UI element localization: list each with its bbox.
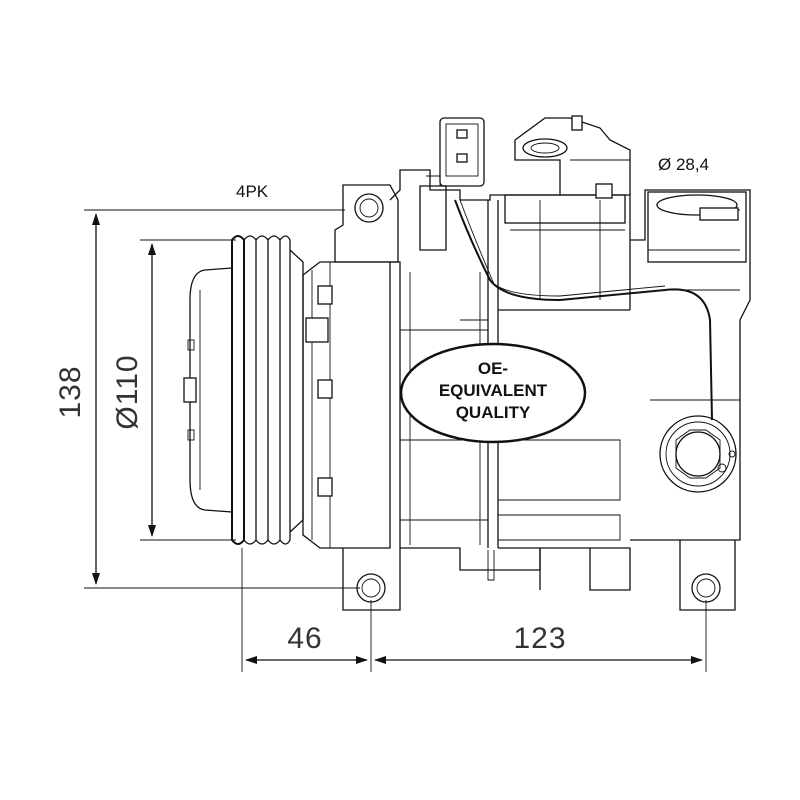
rear-housing bbox=[630, 189, 751, 611]
belt-label: 4PK bbox=[236, 182, 269, 201]
mount-spacing-label: 123 bbox=[513, 622, 566, 655]
oe-quality-badge: OE- EQUIVALENT QUALITY bbox=[399, 342, 587, 444]
badge-line-3: QUALITY bbox=[456, 403, 531, 422]
dimension-lines bbox=[84, 209, 707, 672]
front-housing bbox=[302, 184, 401, 611]
pulley bbox=[183, 235, 304, 545]
height-label: 138 bbox=[54, 365, 87, 418]
badge-line-2: EQUIVALENT bbox=[439, 381, 548, 400]
pulley-diameter-label: Ø110 bbox=[111, 354, 144, 429]
compressor-body bbox=[389, 115, 713, 591]
pulley-offset-label: 46 bbox=[287, 622, 322, 655]
port-diameter-label: Ø 28,4 bbox=[658, 155, 709, 174]
badge-line-1: OE- bbox=[478, 359, 508, 378]
